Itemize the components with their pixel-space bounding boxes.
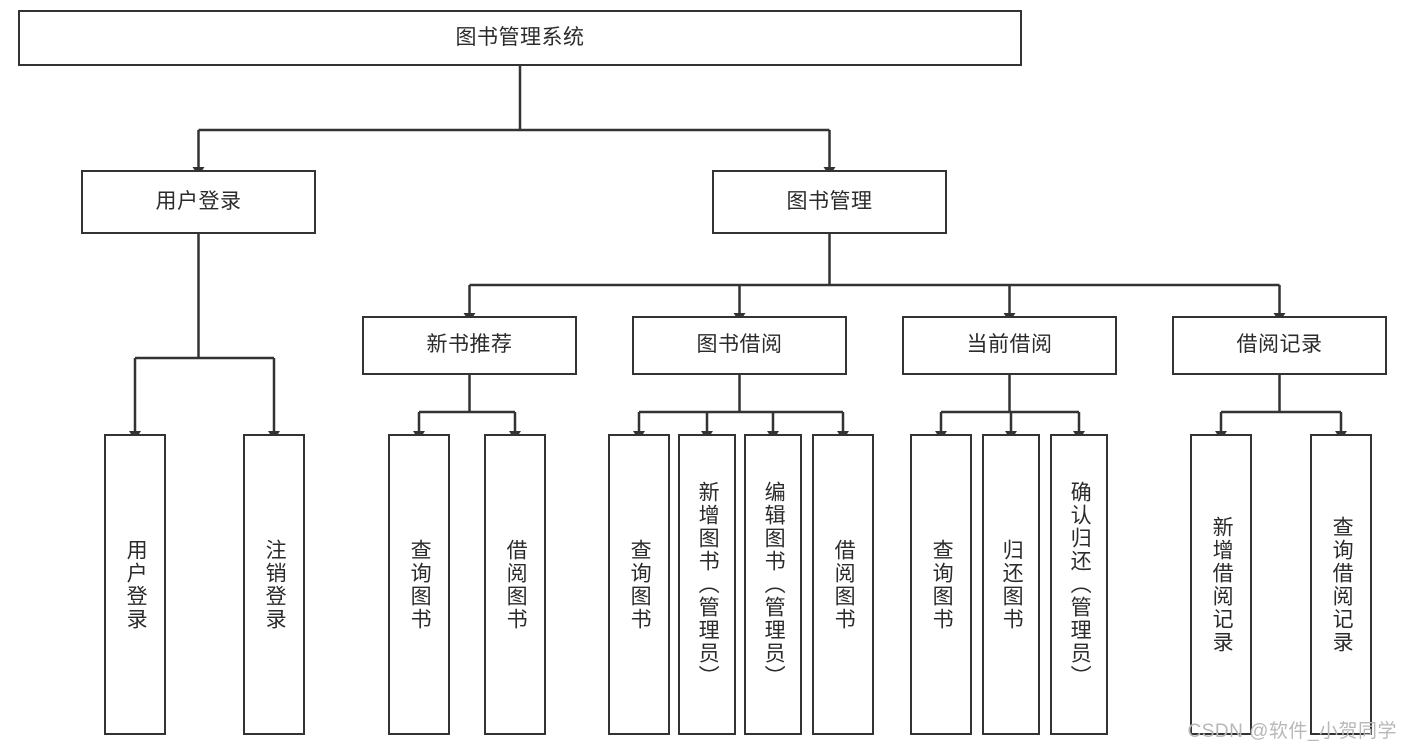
node-label: 查询借阅记录	[1330, 515, 1354, 654]
node-leaf-confirm-return[interactable]: 确认归还（管理员）	[1050, 434, 1108, 735]
node-leaf-query-book-3[interactable]: 查询图书	[910, 434, 972, 735]
node-new-book-rec[interactable]: 新书推荐	[362, 316, 577, 375]
node-label: 借阅图书	[504, 538, 528, 631]
node-label: 新增图书（管理员）	[696, 481, 720, 688]
node-leaf-add-book[interactable]: 新增图书（管理员）	[678, 434, 736, 735]
node-label: 图书借阅	[696, 333, 783, 357]
node-label: 查询图书	[408, 538, 432, 631]
csdn-watermark: CSDN @软件_小贺同学	[1187, 721, 1397, 742]
node-label: 注销登录	[263, 538, 287, 631]
node-leaf-user-login[interactable]: 用户登录	[104, 434, 166, 735]
node-leaf-borrow-book-1[interactable]: 借阅图书	[484, 434, 546, 735]
node-label: 归还图书	[1000, 538, 1024, 631]
node-label: 借阅图书	[832, 538, 856, 631]
node-book-manage[interactable]: 图书管理	[712, 170, 947, 234]
node-root[interactable]: 图书管理系统	[18, 10, 1022, 66]
node-book-borrow[interactable]: 图书借阅	[632, 316, 847, 375]
node-label: 新书推荐	[426, 333, 513, 357]
node-label: 图书管理	[786, 189, 873, 213]
node-user-login[interactable]: 用户登录	[81, 170, 316, 234]
node-current-borrow[interactable]: 当前借阅	[902, 316, 1117, 375]
node-label: 编辑图书（管理员）	[762, 481, 786, 688]
node-label: 当前借阅	[966, 333, 1053, 357]
node-label: 图书管理系统	[455, 25, 585, 49]
node-label: 用户登录	[124, 538, 148, 631]
node-leaf-query-book-2[interactable]: 查询图书	[608, 434, 670, 735]
node-leaf-borrow-book-2[interactable]: 借阅图书	[812, 434, 874, 735]
node-leaf-add-record[interactable]: 新增借阅记录	[1190, 434, 1252, 735]
node-leaf-query-book-1[interactable]: 查询图书	[388, 434, 450, 735]
node-label: 借阅记录	[1236, 333, 1323, 357]
node-borrow-record[interactable]: 借阅记录	[1172, 316, 1387, 375]
node-leaf-return-book[interactable]: 归还图书	[982, 434, 1040, 735]
node-leaf-edit-book[interactable]: 编辑图书（管理员）	[744, 434, 802, 735]
node-label: 新增借阅记录	[1210, 515, 1234, 654]
node-leaf-logout[interactable]: 注销登录	[243, 434, 305, 735]
node-leaf-query-record[interactable]: 查询借阅记录	[1310, 434, 1372, 735]
node-label: 查询图书	[930, 538, 954, 631]
node-label: 查询图书	[628, 538, 652, 631]
node-label: 用户登录	[155, 189, 242, 213]
node-label: 确认归还（管理员）	[1068, 481, 1092, 688]
